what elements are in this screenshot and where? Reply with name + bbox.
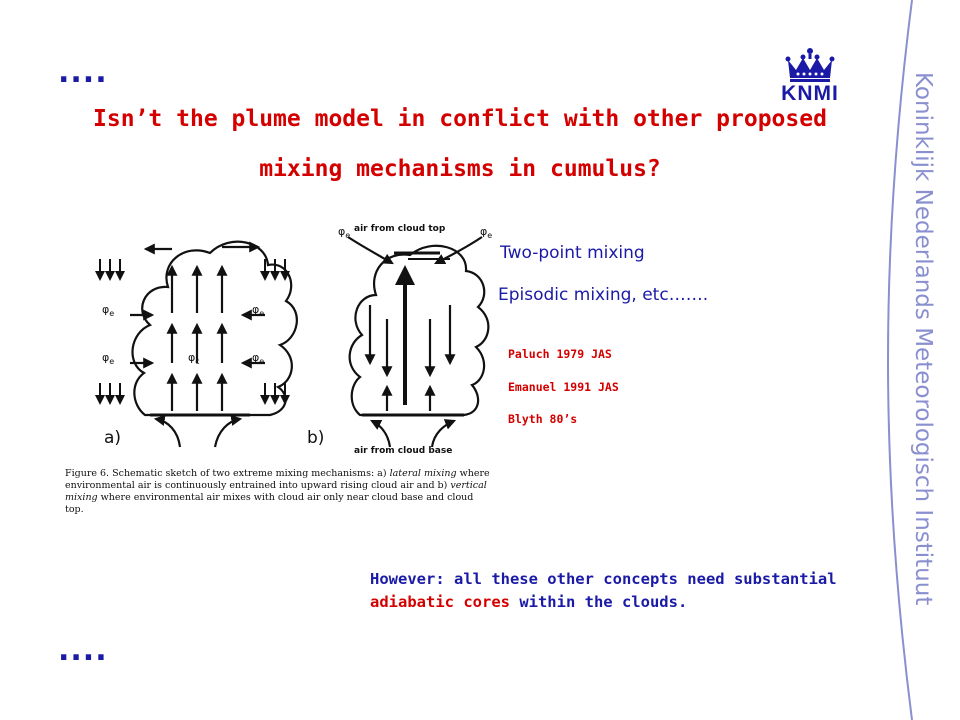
slide-title-line1: Isn’t the plume model in conflict with o…	[93, 106, 827, 132]
svg-text:φe: φe	[338, 225, 350, 240]
label-air-from-cloud-base: air from cloud base	[354, 446, 452, 456]
label-air-from-cloud-top: air from cloud top	[354, 224, 446, 234]
label-b: b)	[307, 428, 324, 448]
svg-text:φe: φe	[102, 351, 114, 366]
caption-text-1: Schematic sketch of two extreme mixing m…	[112, 468, 390, 479]
svg-text:φe: φe	[102, 303, 114, 318]
crown-icon	[785, 48, 835, 82]
svg-text:φc: φc	[188, 351, 200, 366]
svg-text:φe: φe	[252, 351, 264, 366]
side-curve	[887, 0, 913, 720]
note-part1: However: all these other concepts need s…	[370, 570, 837, 588]
svg-text:φe: φe	[252, 303, 264, 318]
figure-caption: Figure 6. Schematic sketch of two extrem…	[65, 468, 495, 516]
caption-em-2: vertical mixing	[65, 480, 487, 503]
caption-text-2: where environmental air is continuously …	[65, 468, 490, 491]
svg-text:φe: φe	[480, 225, 492, 240]
label-a: a)	[104, 428, 121, 448]
phi-labels: φe φe φe φe φc φe φe	[102, 225, 492, 366]
logo-text: KNMI	[781, 82, 839, 105]
caption-prefix: Figure 6.	[65, 468, 110, 479]
reference-paluch: Paluch 1979 JAS	[508, 347, 612, 361]
reference-blyth: Blyth 80’s	[508, 412, 578, 426]
updraft-arrows-a	[166, 264, 228, 411]
note-part2: within the clouds.	[509, 593, 688, 611]
knmi-logo: KNMI	[770, 46, 850, 108]
slide-title-line2: mixing mechanisms in cumulus?	[259, 156, 661, 182]
ellipsis-bottom: ....	[58, 633, 108, 668]
reference-emanuel: Emanuel 1991 JAS	[508, 380, 619, 394]
cloud-a-outline	[131, 240, 298, 417]
caption-text-3: where environmental air mixes with cloud…	[65, 492, 474, 515]
downdraft-arrows-b	[364, 305, 456, 378]
ellipsis-top: ....	[58, 55, 108, 90]
cloud-b-outline	[348, 244, 490, 417]
conclusion-note: However: all these other concepts need s…	[370, 568, 860, 614]
side-text: Koninklijk Nederlands Meteorologisch Ins…	[910, 72, 936, 605]
caption-em-1: lateral mixing	[389, 468, 457, 479]
mixing-figure: air from cloud top air from cloud base a…	[95, 224, 492, 456]
mechanism-two-point: Two-point mixing	[500, 243, 645, 263]
note-highlight: adiabatic cores	[370, 593, 510, 611]
mechanism-episodic: Episodic mixing, etc…….	[498, 285, 709, 305]
